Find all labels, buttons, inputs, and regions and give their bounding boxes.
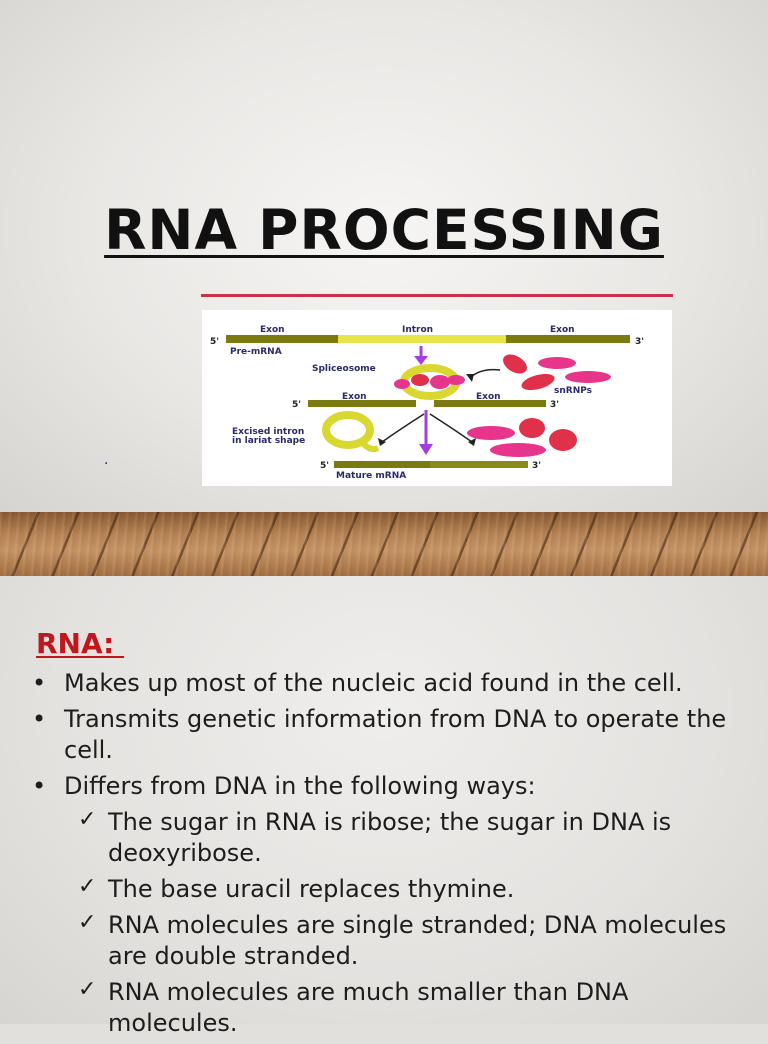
mature-mrna-left xyxy=(334,461,430,468)
diagram-3prime-bottom: 3' xyxy=(532,461,541,471)
label-intron: Intron xyxy=(402,325,433,335)
exon-bar-right xyxy=(506,335,630,343)
wood-floor-divider xyxy=(0,512,768,576)
bullet-list: •Makes up most of the nucleic acid found… xyxy=(0,668,768,1044)
rna-heading: RNA: xyxy=(36,627,125,660)
label-exon-right: Exon xyxy=(550,325,575,335)
diagram-5prime-bottom: 5' xyxy=(320,461,329,471)
mature-mrna-right xyxy=(430,461,528,468)
content-slide: RNA: •Makes up most of the nucleic acid … xyxy=(0,576,768,1037)
label-snrnps: snRNPs xyxy=(554,386,592,396)
list-item: •Differs from DNA in the following ways: xyxy=(32,772,536,800)
exon-bar-mid-left xyxy=(308,400,416,407)
label-exon-mid-right: Exon xyxy=(476,392,501,402)
label-exon-mid-left: Exon xyxy=(342,392,367,402)
bullet-icon: • xyxy=(32,705,47,733)
slide-title: RNA PROCESSING xyxy=(104,198,664,262)
label-exon-left: Exon xyxy=(260,325,285,335)
label-spliceosome: Spliceosome xyxy=(312,364,376,374)
check-item: ✓The base uracil replaces thymine. xyxy=(0,874,768,905)
check-item: ✓The sugar in RNA is ribose; the sugar i… xyxy=(0,807,768,869)
checkmark-icon: ✓ xyxy=(78,977,97,1002)
label-excised-intron-2: in lariat shape xyxy=(232,436,305,446)
label-mature-mrna: Mature mRNA xyxy=(336,471,406,481)
diagram-5prime-mid: 5' xyxy=(292,400,301,410)
label-pre-mrna: Pre-mRNA xyxy=(230,347,282,357)
check-item: ✓RNA molecules are single stranded; DNA … xyxy=(0,910,768,972)
checkmark-icon: ✓ xyxy=(78,910,97,935)
stray-dot: . xyxy=(104,452,109,468)
exon-bar-left xyxy=(226,335,338,343)
exon-bar-mid-right xyxy=(434,400,546,407)
diagram-3prime-mid: 3' xyxy=(550,400,559,410)
checkmark-icon: ✓ xyxy=(78,874,97,899)
checkmark-icon: ✓ xyxy=(78,807,97,832)
diagram-5prime-top: 5' xyxy=(210,337,219,347)
rna-splicing-diagram: 5' 3' Exon Intron Exon Pre-mRNA Spliceos… xyxy=(202,310,672,486)
diagram-3prime-top: 3' xyxy=(635,337,644,347)
bullet-icon: • xyxy=(32,772,47,800)
bullet-icon: • xyxy=(32,669,47,697)
check-item: ✓RNA molecules are much smaller than DNA… xyxy=(0,977,768,1039)
list-item: •Makes up most of the nucleic acid found… xyxy=(32,669,683,697)
title-divider xyxy=(201,294,673,297)
intron-bar xyxy=(338,335,506,343)
label-excised-intron-1: Excised intron xyxy=(232,427,304,437)
list-item: •Transmits genetic information from DNA … xyxy=(32,705,727,764)
title-slide: RNA PROCESSING 5' 3' Exon Intron Exon Pr… xyxy=(0,0,768,512)
